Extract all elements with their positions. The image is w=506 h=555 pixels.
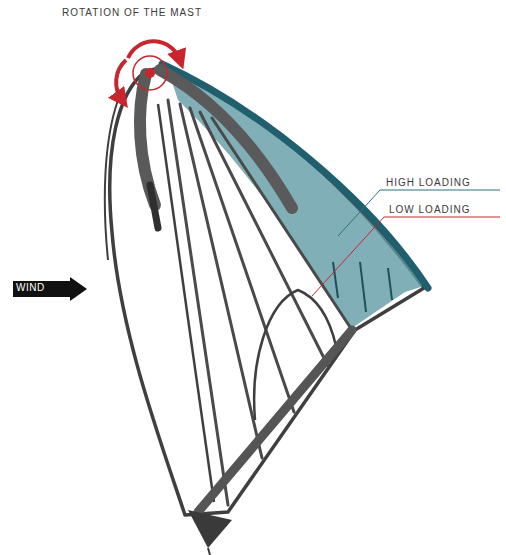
wind-arrow: WIND <box>13 277 87 301</box>
rotation-arrow <box>128 41 180 60</box>
leader-line <box>312 217 500 296</box>
rotation-circle <box>133 56 167 90</box>
arrow-body <box>13 281 70 297</box>
leech-ticks <box>333 262 392 312</box>
inner-edge <box>158 104 214 502</box>
arrow-head <box>70 277 87 301</box>
rotation-arrow <box>116 60 126 100</box>
downhaul-line <box>208 548 210 555</box>
sail-left-edge <box>105 100 118 260</box>
tack-patch <box>188 510 232 548</box>
mast-sleeve <box>160 70 292 208</box>
wind-label: WIND <box>16 282 45 293</box>
mast-dot <box>145 68 155 78</box>
title-label: ROTATION OF THE MAST <box>62 7 202 18</box>
region-label: LOW LOADING <box>389 204 471 215</box>
sail-outline <box>110 66 424 515</box>
sleeve-clip <box>150 185 158 228</box>
region-label: HIGH LOADING <box>386 177 471 188</box>
leader-line <box>338 190 500 236</box>
foot-band <box>198 330 352 512</box>
